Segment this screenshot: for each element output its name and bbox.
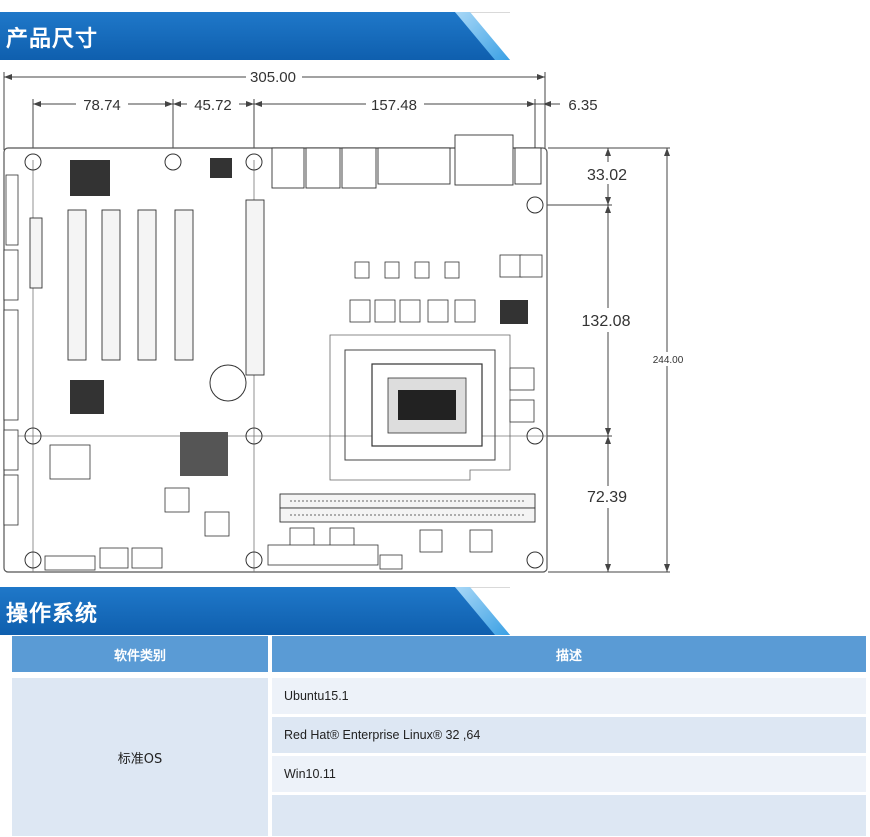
table-row: Red Hat® Enterprise Linux® 32 ,64 [272,717,866,753]
header-bar [0,12,510,60]
rear-io [271,134,542,189]
dim-v1: 33.02 [587,167,627,184]
table-category-cell: 标准OS [12,678,268,836]
table-row [272,795,866,836]
motherboard-outline [3,134,548,573]
dimension-arrows [4,74,670,572]
label-backings [76,68,688,508]
section-header-os: 操作系统 [0,587,510,635]
mounting-holes [24,153,544,569]
dim-overall-width: 305.00 [250,69,296,86]
dimension-drawing: 305.00 78.74 45.72 157.48 6.35 33.02 132… [3,68,688,573]
dim-overall-height: 244.00 [653,355,684,366]
dim-seg1: 78.74 [83,97,121,114]
cpu-socket [329,334,511,481]
dimm-slots [279,493,536,523]
table-header-category: 软件类别 [12,636,268,672]
dim-v2: 132.08 [582,313,631,330]
vrm-components [164,254,543,553]
battery [209,364,247,402]
chips [70,158,528,476]
bottom-headers [3,174,403,571]
section-header-dimensions: 产品尺寸 [0,12,510,60]
dim-seg2: 45.72 [194,97,232,114]
section-title: 操作系统 [6,602,99,627]
dim-seg3: 157.48 [371,97,417,114]
section-title: 产品尺寸 [6,27,99,52]
table-row: Ubuntu15.1 [272,678,866,714]
header-bar [0,587,510,635]
table-row: Win10.11 [272,756,866,792]
dim-v3: 72.39 [587,489,627,506]
table-header-description: 描述 [272,636,866,672]
pcie-slots [29,199,265,376]
dim-seg4: 6.35 [568,97,597,114]
